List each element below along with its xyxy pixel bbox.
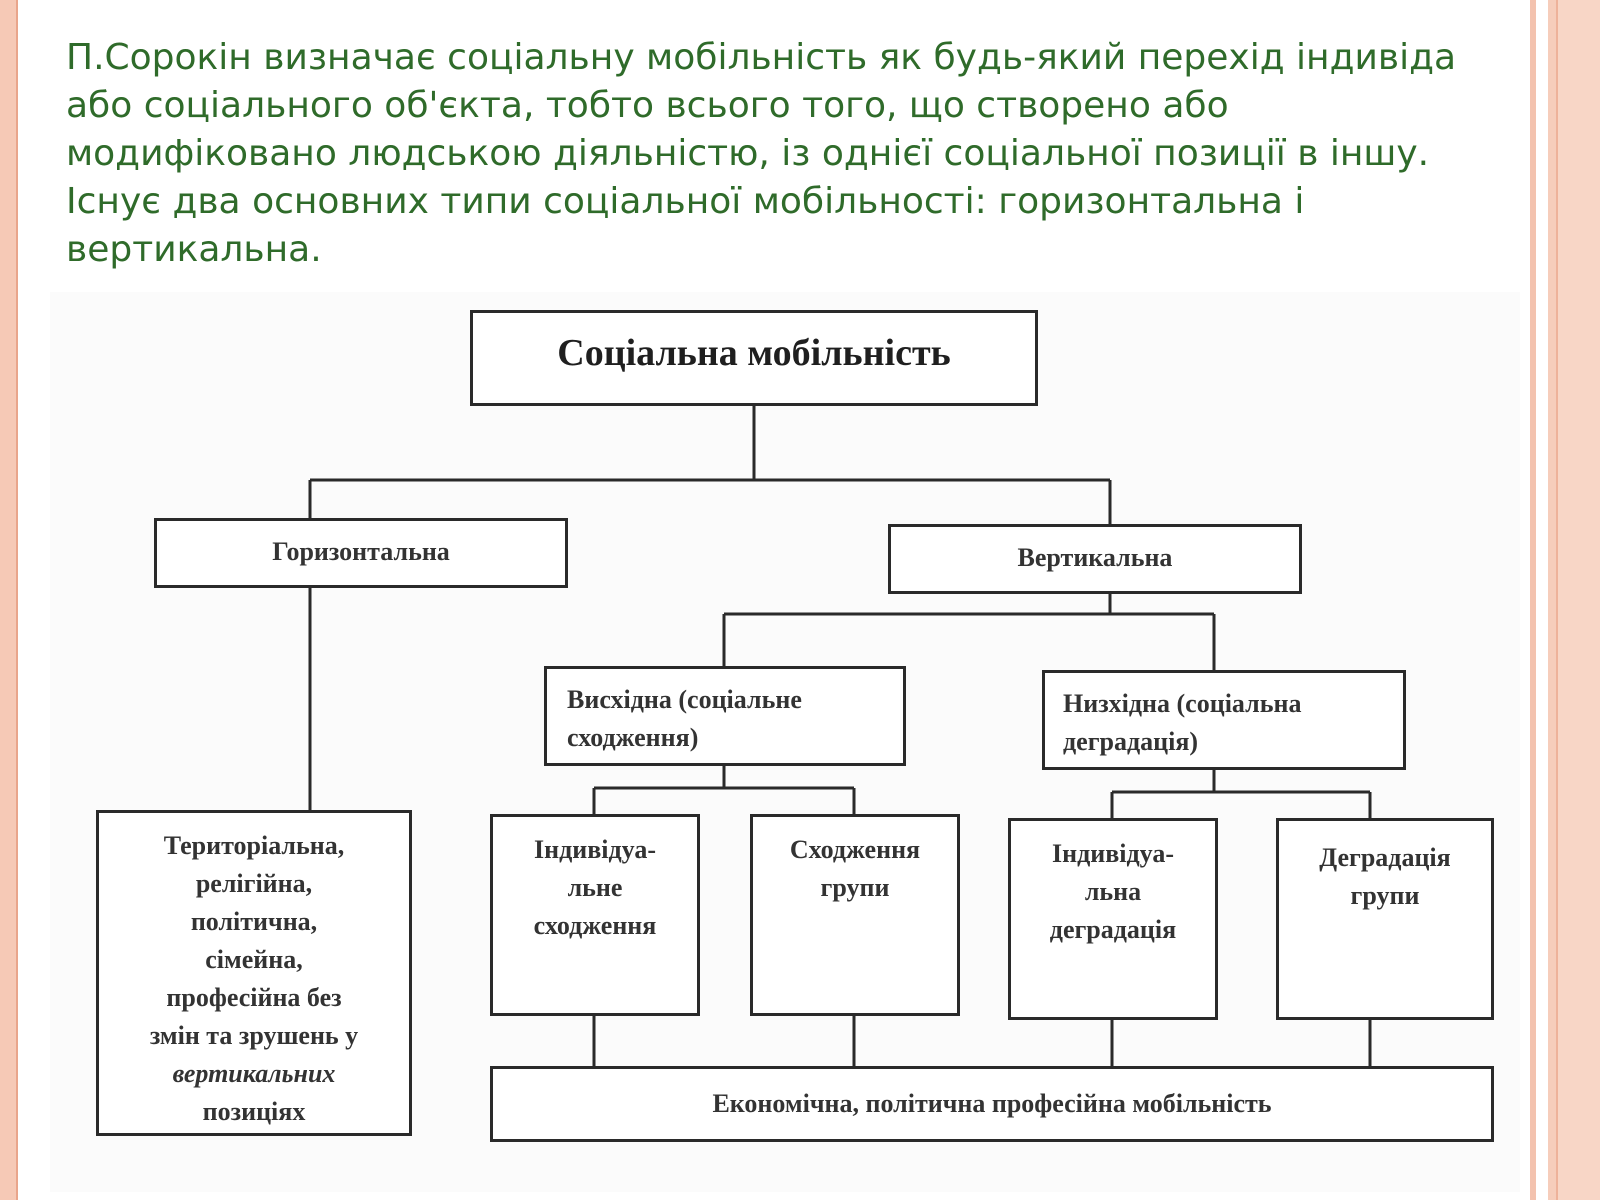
horizontal-types-box: Територіальна, релігійна, політична, сім… bbox=[96, 810, 412, 1136]
individual-degradation-line: Індивідуа- bbox=[1052, 839, 1174, 868]
individual-ascent-line: Індивідуа- bbox=[534, 835, 656, 864]
economic-political-box: Економічна, політична професійна мобільн… bbox=[490, 1066, 1494, 1142]
right-decorative-gap bbox=[1536, 0, 1548, 1200]
group-degradation-line: Деградація bbox=[1319, 843, 1451, 872]
horizontal-box: Горизонтальна bbox=[154, 518, 568, 588]
ascending-label-line: Висхідна (соціальне bbox=[567, 685, 802, 714]
horizontal-types-line: Територіальна, bbox=[163, 831, 345, 860]
individual-degradation-line: деградація bbox=[1049, 915, 1177, 944]
horizontal-types-line: змін та зрушень у bbox=[149, 1021, 359, 1050]
individual-ascent-box: Індивідуа- льне сходження bbox=[490, 814, 700, 1016]
individual-ascent-line: сходження bbox=[533, 911, 657, 940]
descending-label-line: Низхідна (соціальна bbox=[1063, 689, 1302, 718]
ascending-box: Висхідна (соціальне сходження) bbox=[544, 666, 906, 766]
descending-label-line: деградація) bbox=[1063, 727, 1199, 756]
individual-degradation-box: Індивідуа- льна деградація bbox=[1008, 818, 1218, 1020]
horizontal-label: Горизонтальна bbox=[272, 537, 450, 566]
group-degradation-line: групи bbox=[1350, 881, 1420, 910]
right-decorative-stripe bbox=[1530, 0, 1536, 1200]
vertical-label: Вертикальна bbox=[1017, 543, 1173, 572]
connector-lines bbox=[308, 406, 1372, 1066]
intro-paragraph: П.Сорокін визначає соціальну мобільність… bbox=[66, 37, 1457, 270]
economic-political-label: Економічна, політична професійна мобільн… bbox=[712, 1089, 1272, 1118]
social-mobility-label: Соціальна мобільність bbox=[557, 332, 951, 374]
horizontal-types-line: релігійна, bbox=[195, 869, 313, 898]
right-decorative-stripe bbox=[1548, 0, 1556, 1200]
horizontal-types-line: сімейна, bbox=[205, 945, 303, 974]
ascending-label-line: сходження) bbox=[567, 723, 699, 752]
right-decorative-border bbox=[1556, 0, 1600, 1200]
left-decorative-border bbox=[0, 0, 18, 1200]
horizontal-types-line: вертикальних bbox=[172, 1059, 336, 1088]
social-mobility-box: Соціальна мобільність bbox=[470, 310, 1038, 406]
group-ascent-line: групи bbox=[820, 873, 890, 902]
horizontal-types-line: позиціях bbox=[202, 1097, 306, 1126]
group-ascent-box: Сходження групи bbox=[750, 814, 960, 1016]
horizontal-types-line: професійна без bbox=[166, 983, 342, 1012]
horizontal-types-line: політична, bbox=[190, 907, 318, 936]
group-ascent-line: Сходження bbox=[789, 835, 921, 864]
group-degradation-box: Деградація групи bbox=[1276, 818, 1494, 1020]
mobility-diagram: Соціальна мобільність Горизонтальна Верт… bbox=[50, 292, 1520, 1192]
descending-box: Низхідна (соціальна деградація) bbox=[1042, 670, 1406, 770]
individual-ascent-line: льне bbox=[567, 873, 623, 902]
individual-degradation-line: льна bbox=[1084, 877, 1142, 906]
vertical-box: Вертикальна bbox=[888, 524, 1302, 594]
